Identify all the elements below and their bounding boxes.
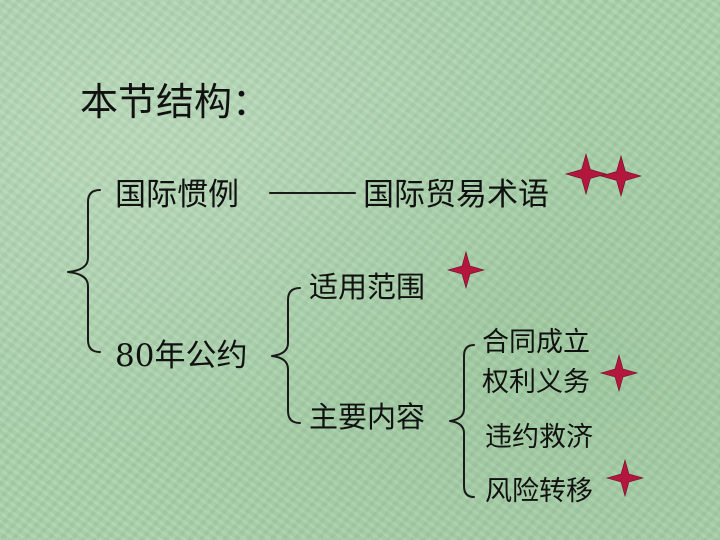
four-point-star-icon [599,154,643,198]
node-rights-obligations: 权利义务 [482,367,590,398]
node-custom: 国际惯例 [115,177,239,213]
node-scope: 适用范围 [309,270,426,304]
four-point-star-icon [446,250,486,290]
node-convention: 80年公约 [115,338,248,374]
node-main-content: 主要内容 [309,400,426,434]
four-point-star-icon [599,353,639,393]
brace-main-content [449,344,475,498]
node-incoterms: 国际贸易术语 [363,177,549,213]
four-point-star-icon [605,458,645,498]
brace-convention [271,287,301,424]
slide-title: 本节结构： [80,80,271,124]
brace-main [67,189,101,353]
node-remedies: 违约救济 [485,422,593,453]
node-contract-formation: 合同成立 [482,327,590,358]
node-risk-transfer: 风险转移 [485,476,593,507]
four-point-star-icon [564,152,608,196]
